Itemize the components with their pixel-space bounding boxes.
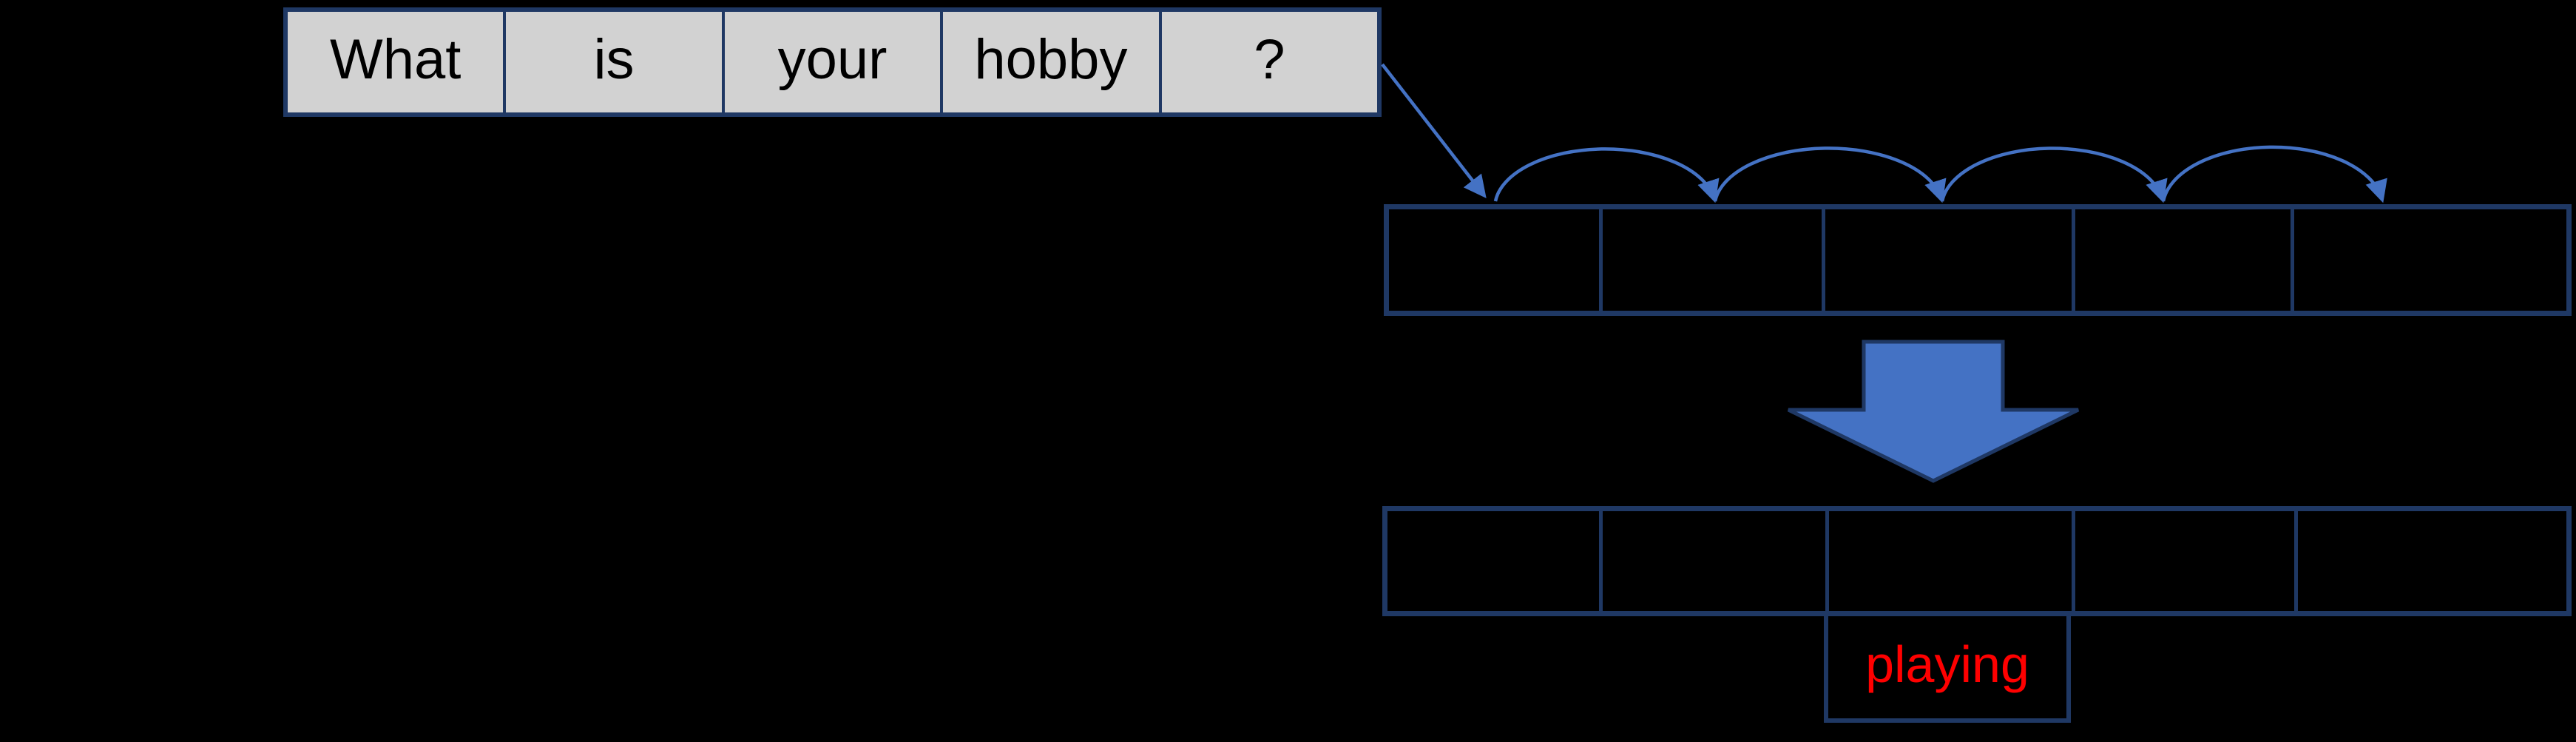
sentence-cell: is (506, 12, 725, 112)
sentence-to-slots-arrow (1381, 63, 1487, 199)
sentence-cell: ? (1254, 28, 1285, 91)
upper-slot-cell (2294, 209, 2566, 311)
hop-arc-2 (1713, 146, 1947, 203)
sentence-table: What is your hobby ? (283, 7, 1382, 117)
hop-arc-1 (1493, 147, 1720, 203)
big-down-arrow-icon (1787, 340, 2080, 483)
lower-slot-cell (2075, 511, 2298, 611)
lower-slot-cell (2298, 511, 2566, 611)
hop-arc-3 (1940, 146, 2168, 203)
upper-slot-cell (1825, 209, 2075, 311)
lower-slot-table (1382, 506, 2572, 616)
lower-slot-cell (1829, 511, 2075, 611)
hop-arc-4 (2161, 145, 2387, 203)
sentence-cell: your (725, 12, 944, 112)
upper-slot-cell (2075, 209, 2294, 311)
lower-slot-cell (1603, 511, 1829, 611)
upper-slot-cell (1389, 209, 1603, 311)
sentence-cell: hobby (943, 12, 1162, 112)
lower-slot-cell (1387, 511, 1603, 611)
predicted-word-cell: playing (1824, 612, 2071, 723)
upper-slot-table (1384, 204, 2572, 316)
upper-slot-cell (1603, 209, 1825, 311)
sentence-cell: What (288, 12, 507, 112)
